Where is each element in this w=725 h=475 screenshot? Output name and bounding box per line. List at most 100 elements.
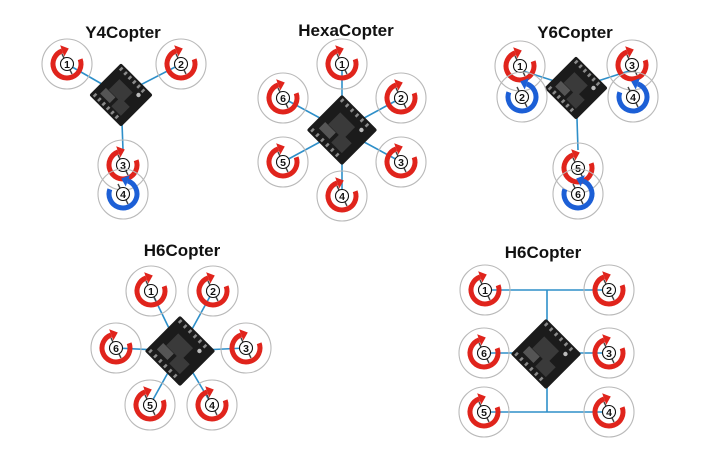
motor-number-badge [204,397,220,413]
ccw-rotation-arrow-icon [325,180,359,213]
motor-4: 4 [186,379,238,431]
arrowhead-icon [571,149,580,161]
motor-number-badge [275,90,291,106]
motor-3: 3 [220,322,272,374]
motor-number-label: 2 [178,59,184,71]
motor-number-badge [570,160,586,176]
arrowhead-icon [631,78,640,90]
arrowhead-icon [602,271,611,283]
motor-ring [583,327,635,379]
ccw-rotation-arrow-icon [196,275,230,308]
ccw-rotation-arrow-icon [503,50,537,83]
arrowhead-icon [335,45,344,57]
motor-2: 2 [496,71,548,123]
arrowhead-icon [143,386,152,398]
motor-number-badge [59,56,75,72]
motor-number-badge [115,186,131,202]
ccw-rotation-arrow-icon [99,332,133,365]
motor-number-label: 2 [210,286,216,298]
motor-ring [583,264,635,316]
ccw-rotation-arrow-icon [134,275,168,308]
diagram-title: H6Copter [505,243,582,262]
motor-ring [257,136,309,188]
arrowhead-icon [121,175,130,187]
motor-number-badge [334,188,350,204]
diagram-title: Y4Copter [85,23,161,42]
motor-4: 4 [97,168,149,220]
arrowhead-icon [174,45,183,57]
motor-ring [458,386,510,438]
motor-ring [496,71,548,123]
arrowhead-icon [520,78,529,90]
arrowhead-icon [205,386,214,398]
motor-5: 5 [124,379,176,431]
cw-rotation-arrow-icon [616,81,650,114]
arrowhead-icon [335,177,344,189]
ccw-rotation-arrow-icon [592,396,626,429]
motor-number-label: 6 [113,343,119,355]
motor-6: 6 [458,327,510,379]
motor-number-label: 5 [481,407,487,419]
motor-6: 6 [90,322,142,374]
ccw-rotation-arrow-icon [133,389,167,422]
motor-number-badge [570,186,586,202]
motor-number-label: 1 [64,59,70,71]
boards-layer [90,57,607,389]
motor-ring [375,72,427,124]
motor-number-badge [625,89,641,105]
motor-number-label: 3 [606,348,612,360]
arrowhead-icon [60,45,69,57]
motor-number-label: 5 [280,157,286,169]
motor-3: 3 [375,136,427,188]
motor-number-label: 1 [482,285,488,297]
motor-number-label: 4 [630,92,636,104]
motor-2: 2 [187,265,239,317]
ccw-rotation-arrow-icon [266,82,300,115]
arrowhead-icon [276,143,285,155]
arrowhead-icon [478,271,487,283]
ccw-rotation-arrow-icon [384,146,418,179]
motor-number-badge [476,404,492,420]
motor-number-badge [205,283,221,299]
motor-4: 4 [583,386,635,438]
motor-2: 2 [155,38,207,90]
motor-number-label: 3 [629,60,635,72]
motor-1: 1 [316,38,368,90]
motor-2: 2 [375,72,427,124]
flight-controller-board-icon [90,64,152,126]
motor-ring [459,264,511,316]
cw-rotation-arrow-icon [561,178,595,211]
ccw-rotation-arrow-icon [195,389,229,422]
motor-ring [97,168,149,220]
motor-number-badge [514,89,530,105]
motor-ring [606,39,658,91]
arrowhead-icon [576,175,585,187]
arrowhead-icon [602,393,611,405]
motor-3: 3 [583,327,635,379]
motor-ring [125,265,177,317]
ccw-rotation-arrow-icon [106,149,140,182]
motor-number-label: 6 [481,348,487,360]
ccw-rotation-arrow-icon [266,146,300,179]
motor-number-badge [334,56,350,72]
motor-number-label: 1 [148,286,154,298]
motor-ring [41,38,93,90]
arrowhead-icon [602,334,611,346]
motor-number-label: 4 [209,400,215,412]
diagram-h6a: 1 2 3 4 5 6 [90,265,272,431]
motor-number-badge [601,404,617,420]
arrowhead-icon [477,334,486,346]
ccw-rotation-arrow-icon [50,48,84,81]
motor-1: 1 [125,265,177,317]
ccw-rotation-arrow-icon [615,49,649,82]
cw-rotation-arrow-icon [505,81,539,114]
ccw-rotation-arrow-icon [229,332,263,365]
diagram-title: H6Copter [144,241,221,260]
motor-number-badge [601,345,617,361]
ccw-rotation-arrow-icon [561,152,595,185]
arrowhead-icon [477,393,486,405]
arrowhead-icon [239,329,248,341]
